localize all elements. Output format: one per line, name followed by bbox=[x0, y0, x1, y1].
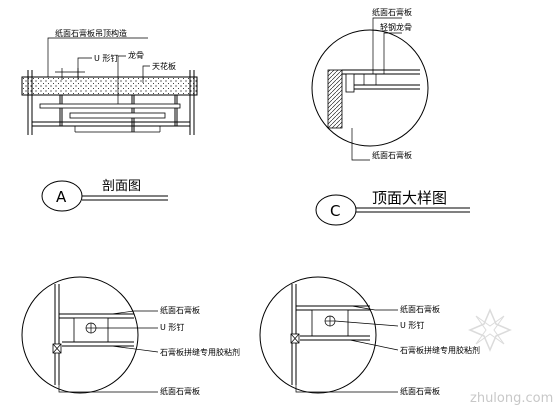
section-a-label-keel: 龙骨 bbox=[128, 50, 144, 60]
section-c-title: 顶面大样图 bbox=[372, 189, 447, 207]
hatched-wall bbox=[327, 69, 343, 129]
detail-br-label-2: U 形钉 bbox=[400, 320, 424, 330]
section-a-title: 剖面图 bbox=[102, 179, 141, 194]
detail-br-label-1: 纸面石膏板 bbox=[400, 304, 440, 314]
detail-br-label-4: 纸面石膏板 bbox=[400, 386, 440, 396]
section-a-label-screw: U 形钉 bbox=[94, 53, 118, 63]
watermark-text: zhulong.com bbox=[470, 391, 553, 406]
sub-keel bbox=[69, 112, 166, 119]
detail-circle-br bbox=[259, 276, 377, 394]
detail-circle-c bbox=[311, 29, 429, 147]
main-keel bbox=[39, 103, 181, 109]
section-a-label-ceiling: 天花板 bbox=[152, 61, 176, 71]
detail-bottom-right bbox=[259, 276, 399, 394]
section-c-label-top2: 轻钢龙骨 bbox=[380, 22, 412, 32]
detail-br-label-3: 石膏板拼缝专用胶粘剂 bbox=[400, 345, 480, 355]
section-a-letter: A bbox=[56, 188, 67, 206]
watermark-logo-icon bbox=[468, 308, 512, 352]
detail-bottom-left bbox=[21, 276, 159, 394]
detail-bl-label-4: 纸面石膏板 bbox=[160, 386, 200, 396]
section-c-letter: C bbox=[330, 202, 340, 220]
section-c-label-bottom: 纸面石膏板 bbox=[372, 150, 412, 160]
detail-bl-label-2: U 形钉 bbox=[160, 322, 184, 332]
detail-bl-label-3: 石膏板拼缝专用胶粘剂 bbox=[160, 347, 240, 357]
section-a-drawing bbox=[21, 37, 198, 135]
section-c-label-top1: 纸面石膏板 bbox=[372, 7, 412, 17]
leader-top bbox=[47, 37, 148, 77]
section-a-label-top: 纸面石膏板吊顶构造 bbox=[55, 28, 127, 38]
section-c-drawing bbox=[311, 17, 429, 161]
concrete-slab bbox=[21, 76, 198, 96]
detail-circle-bl bbox=[21, 276, 139, 394]
section-c-circle bbox=[315, 194, 357, 226]
detail-bl-label-1: 纸面石膏板 bbox=[160, 305, 200, 315]
